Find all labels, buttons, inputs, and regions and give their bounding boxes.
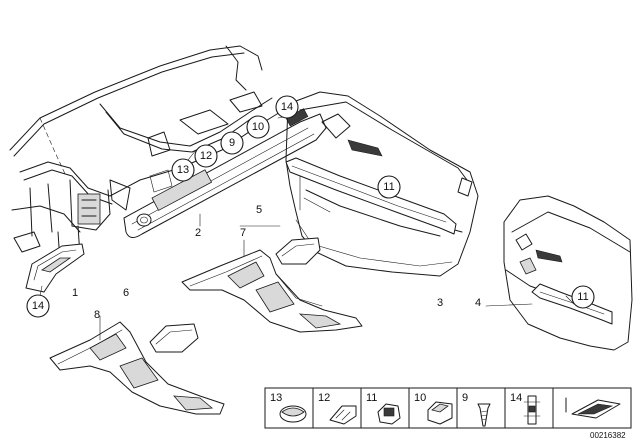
part-label-3: 3 (437, 297, 443, 309)
dash-side-trim-part (25, 243, 85, 293)
part-label-5: 5 (256, 204, 262, 216)
part-label-8: 8 (94, 309, 100, 321)
clip-part-icon (329, 405, 357, 425)
legend-num: 12 (318, 392, 330, 404)
screw-part-icon (477, 403, 491, 427)
part-label-7: 7 (240, 227, 246, 239)
callout-label: 10 (252, 121, 264, 133)
diagram-id: 00216382 (590, 431, 626, 440)
front-door-panel-illustration (285, 91, 479, 277)
callout-label: 14 (32, 300, 44, 312)
callout-label: 11 (383, 181, 394, 193)
callout-14-top: 14 (275, 95, 299, 119)
callout-10: 10 (246, 115, 270, 139)
callout-13: 13 (171, 158, 195, 182)
retainer-part-icon (377, 403, 401, 425)
cap-part-icon (279, 405, 307, 423)
callout-11-front-door: 11 (377, 175, 401, 199)
callout-12: 12 (194, 144, 218, 168)
callout-label: 11 (577, 291, 588, 303)
center-console-trim-lower-part (49, 321, 225, 415)
callout-label: 9 (229, 137, 235, 149)
legend-num: 11 (366, 392, 377, 404)
callout-9: 9 (220, 131, 244, 155)
legend-strip: 13 12 11 10 9 14 (264, 387, 632, 429)
clip-part-icon (427, 401, 453, 425)
dashboard-illustration (9, 45, 291, 263)
center-console-trim-upper-part (181, 237, 363, 333)
callout-label: 13 (177, 164, 189, 176)
part-label-4: 4 (475, 297, 481, 309)
legend-num: 14 (510, 392, 522, 404)
legend-num: 9 (462, 392, 468, 404)
rear-door-panel-illustration (503, 195, 633, 351)
part-label-6: 6 (123, 287, 129, 299)
arrow-mark-icon (565, 397, 621, 419)
legend-num: 10 (414, 392, 426, 404)
bracket-part-icon (523, 395, 541, 425)
callout-11-rear-door: 11 (571, 285, 595, 309)
callout-14-left: 14 (26, 294, 50, 318)
part-label-2: 2 (195, 227, 201, 239)
dash-trim-strip-part (123, 108, 327, 238)
legend-num: 13 (270, 392, 282, 404)
part-label-1: 1 (72, 287, 78, 299)
callout-label: 14 (281, 101, 293, 113)
callout-label: 12 (200, 150, 212, 162)
